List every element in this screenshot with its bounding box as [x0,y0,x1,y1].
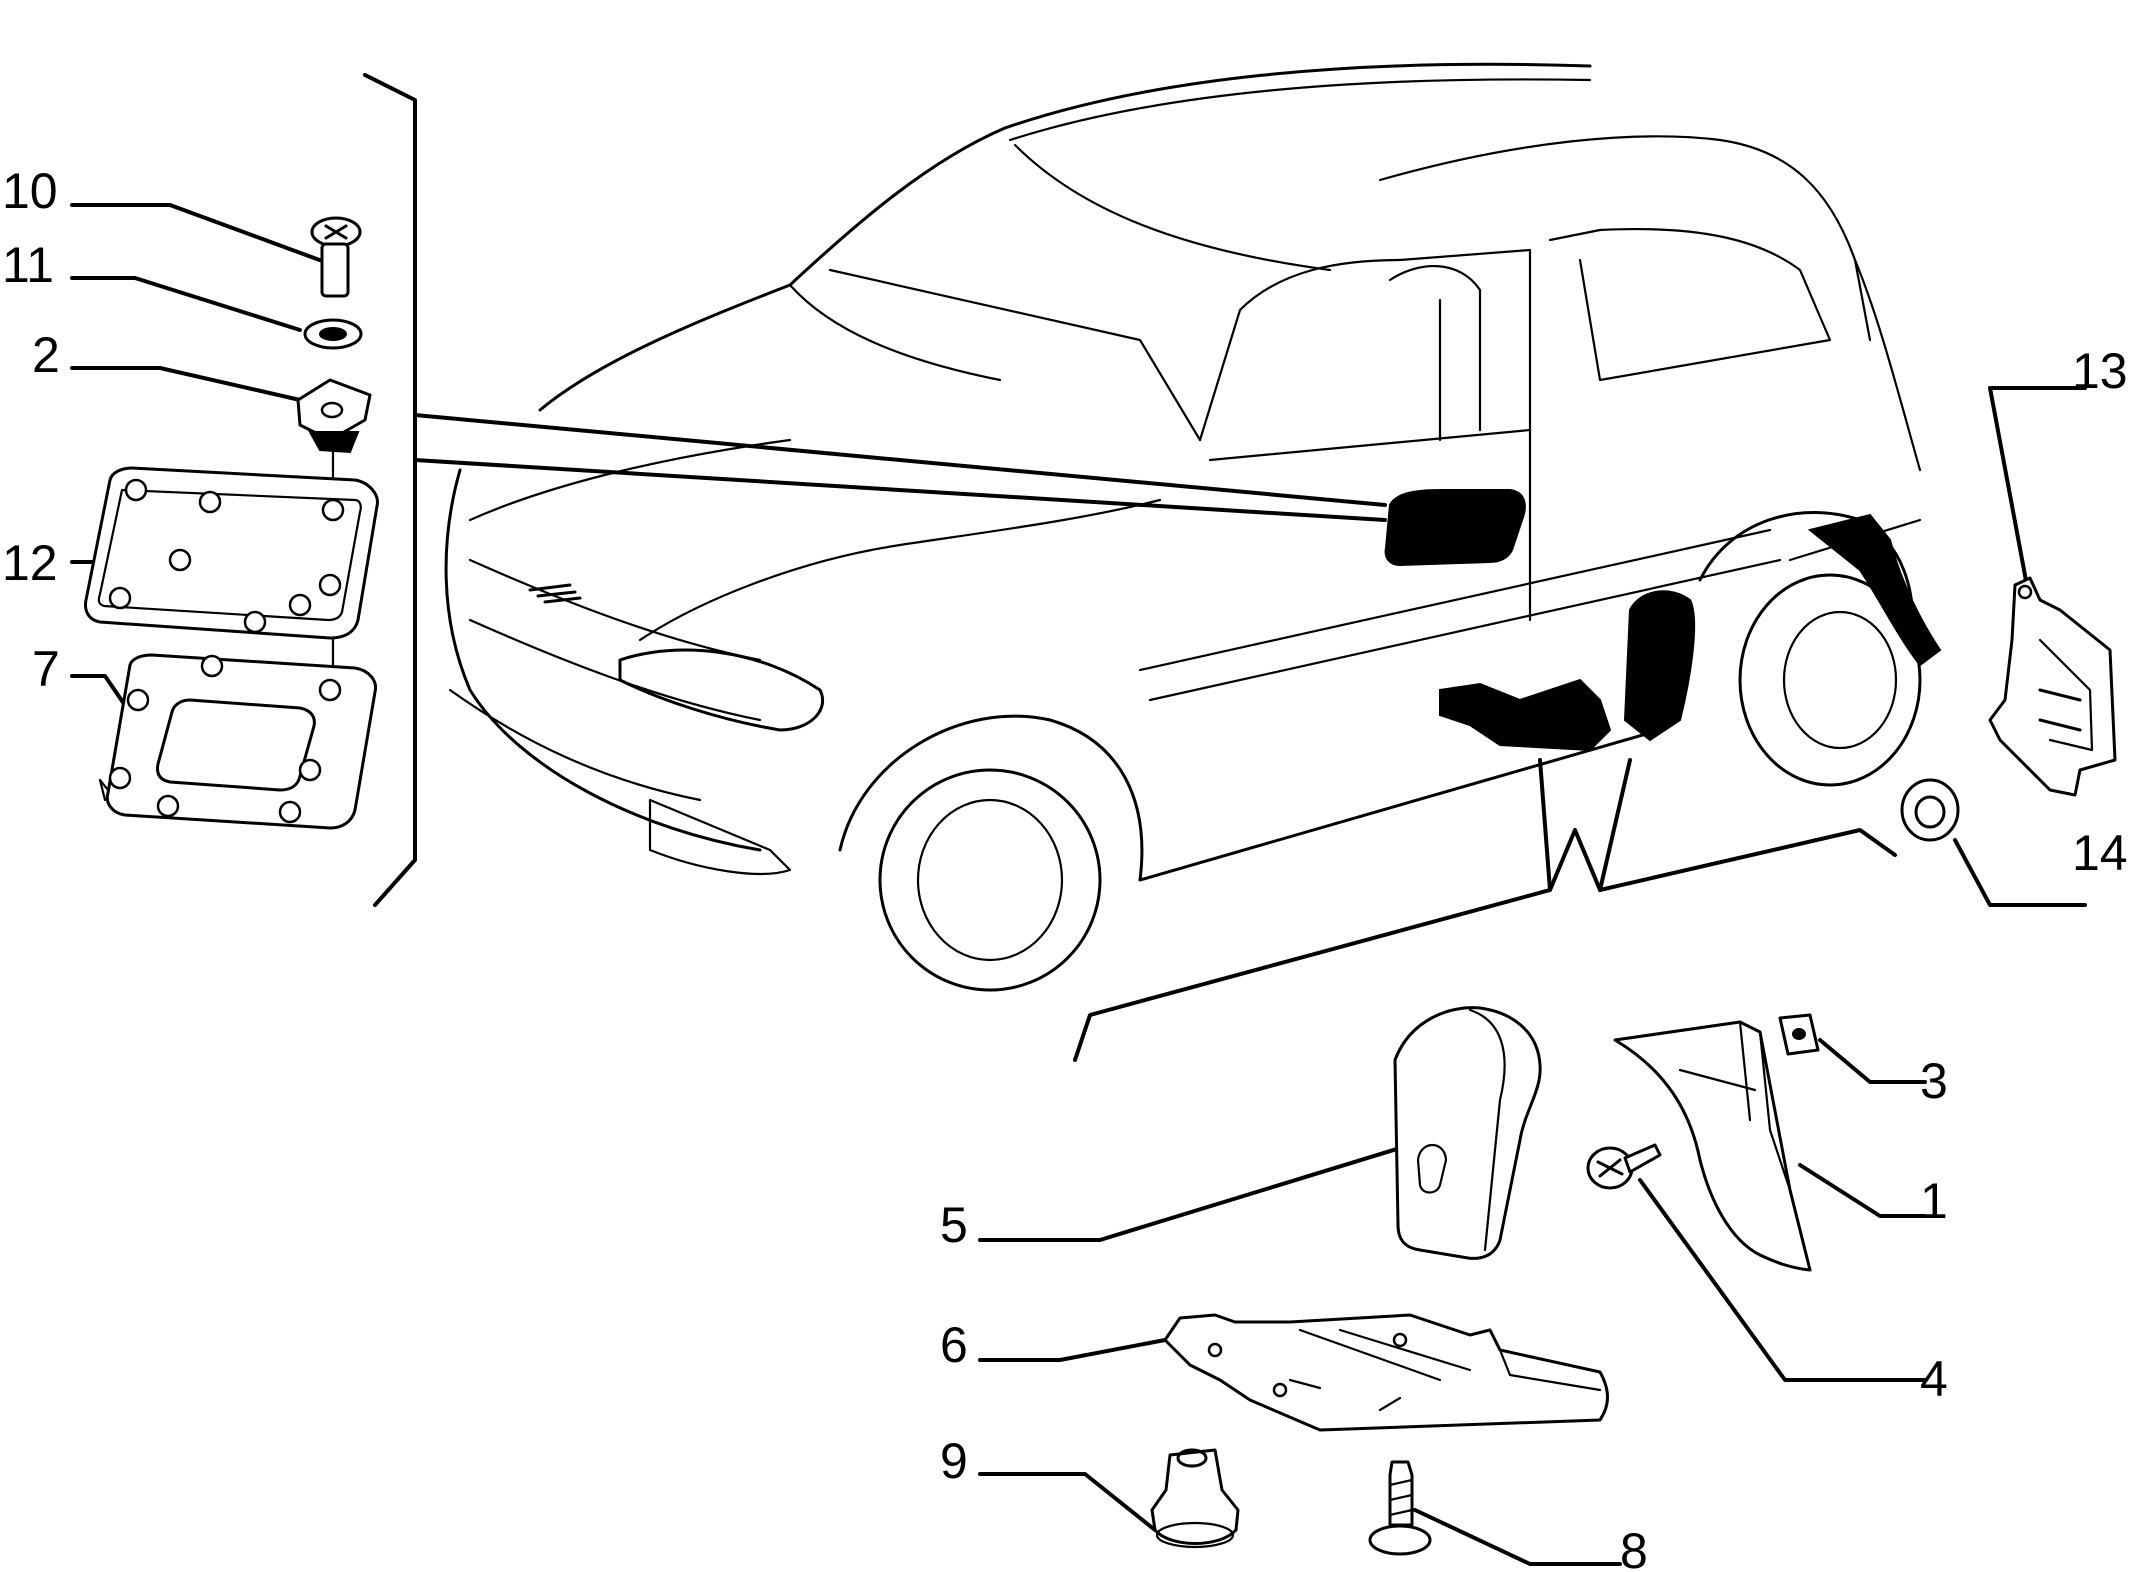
clip-nut-3 [1778,1013,1820,1056]
mirror-area-highlight [1384,489,1526,567]
left-subassembly [84,216,379,830]
screw-4 [1586,1143,1662,1190]
washer-11 [303,318,363,350]
gasket-12 [84,466,379,640]
callout-labels: 10 11 2 12 7 13 14 3 1 4 5 6 9 8 [2,163,2128,1572]
callout-1: 1 [1920,1173,1948,1229]
car-outline [444,62,1922,992]
callout-8: 8 [1620,1523,1648,1572]
callout-2: 2 [32,327,60,383]
cover-5 [1393,1006,1542,1260]
mudguard-1 [1613,1020,1812,1272]
nut-14 [1900,778,1960,842]
callout-6: 6 [940,1317,968,1373]
callout-10: 10 [2,163,58,219]
leader-lines [70,73,2087,1566]
sill-cover-highlight [1439,678,1612,752]
arch-guard-highlight [1623,590,1696,742]
callout-3: 3 [1920,1053,1948,1109]
sill-panel-6 [1163,1313,1609,1432]
callout-12: 12 [2,535,58,591]
nut-9 [1150,1448,1240,1549]
callout-5: 5 [940,1197,968,1253]
frame-7 [98,653,378,830]
rear-arch-highlight [1807,513,1942,667]
callout-13: 13 [2072,343,2128,399]
callout-7: 7 [32,641,60,697]
callout-9: 9 [940,1433,968,1489]
screw-8 [1368,1460,1432,1556]
screw-10 [310,216,362,298]
highlighted-parts [1384,489,1942,752]
callout-14: 14 [2072,825,2128,881]
callout-11: 11 [2,237,54,293]
clip-2 [296,378,372,454]
bracket-13 [1988,576,2117,797]
callout-4: 4 [1920,1351,1948,1407]
